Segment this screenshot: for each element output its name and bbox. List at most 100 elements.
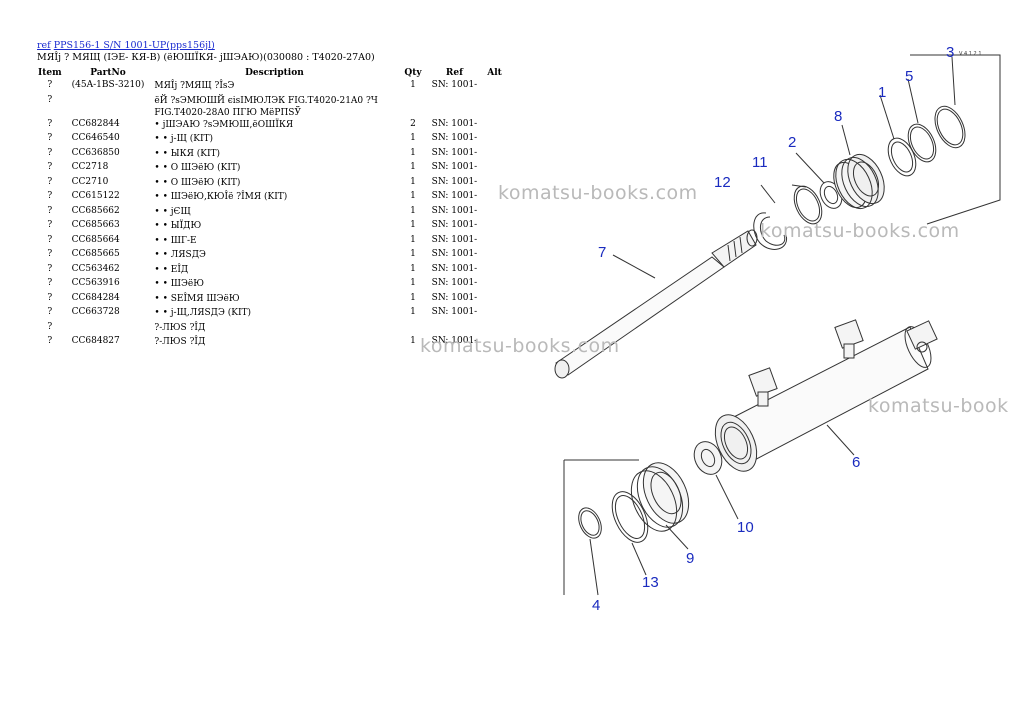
cell-description: ёЙ ?sЭМЮШЙ єisIМЮЛЭК FIG.T4020-21A0 ?Ч F… [154, 95, 378, 118]
cell-partno: CC682844 [71, 118, 120, 129]
cell-partno: CC685665 [71, 249, 120, 259]
callout-11: 11 [752, 154, 768, 171]
cell-item: ? [47, 94, 53, 105]
cell-ref: SN: 1001- [431, 205, 478, 216]
col-alt: Alt [487, 68, 502, 78]
cell-qty [399, 95, 426, 119]
cell-ref: SN: 1001- [431, 220, 478, 230]
cell-qty: 1 [410, 220, 416, 230]
cell-ref: SN: 1001- [431, 118, 478, 129]
header-subtitle: МЯÎj ? МЯЩ (IЭЕ- КЯ-В) (ёЮШЇКЯ- jШЭАЮ)(0… [37, 52, 375, 63]
callout-4: 4 [592, 597, 600, 614]
cell-qty [399, 322, 426, 337]
cell-qty: 1 [410, 336, 416, 346]
cell-partno: CC615122 [71, 191, 120, 201]
col-ref: Ref [445, 68, 463, 78]
cell-description: • • j-Щ,ЛЯSДЭ (KIT) [154, 308, 252, 318]
cell-description: • • ШЭёЮ [154, 279, 204, 289]
cell-ref: SN: 1001- [431, 162, 478, 172]
cell-item: ? [47, 307, 53, 317]
cell-partno: CC2710 [71, 176, 109, 187]
callout-1: 1 [878, 84, 886, 101]
cell-ref: SN: 1001- [431, 278, 478, 288]
col-partno: PartNo [90, 68, 126, 78]
watermark-text: komatsu-book [868, 395, 1009, 417]
cell-partno: CC563462 [71, 263, 120, 274]
cell-description: • • j-Щ (KIT) [154, 134, 214, 144]
cell-partno: CC646540 [71, 133, 120, 143]
cell-item: ? [47, 220, 53, 230]
table-row: ? (45A-1BS-3210) МЯÎj ?МЯЩ ?ÎsЭ 1 SN: 1001- [33, 80, 507, 95]
cell-item: ? [47, 162, 53, 172]
cell-qty: 1 [410, 205, 416, 216]
cell-partno: CC685662 [71, 205, 120, 216]
cell-qty: 1 [410, 80, 416, 90]
callout-8: 8 [834, 108, 842, 125]
cell-partno: CC684284 [71, 292, 120, 303]
cell-qty: 1 [410, 162, 416, 172]
ref-link[interactable]: ref [37, 40, 51, 51]
cell-description: • • ЛЯSДЭ [154, 250, 206, 260]
col-item: Item [38, 68, 62, 78]
cell-description: • • ЕÎД [154, 264, 189, 275]
callout-2: 2 [788, 134, 796, 151]
cell-ref: SN: 1001- [431, 336, 478, 346]
callout-3: 3 [946, 44, 954, 61]
cell-description: МЯÎj ?МЯЩ ?ÎsЭ [154, 81, 235, 91]
cell-qty: 1 [410, 278, 416, 288]
callout-12: 12 [714, 174, 731, 191]
cell-ref [427, 322, 483, 337]
cell-description: • • ЫКЯ (KIT) [154, 148, 221, 159]
cell-partno: CC684827 [71, 336, 120, 346]
cell-description: ?-ЛЮS ?ÎД [154, 322, 206, 333]
callout-13: 13 [642, 574, 659, 591]
cell-item: ? [47, 191, 53, 201]
col-description: Description [245, 68, 304, 78]
cell-item: ? [47, 234, 53, 245]
cell-item: ? [47, 80, 53, 90]
cell-description: • • jЄЩ [154, 206, 191, 217]
cell-ref: SN: 1001- [431, 176, 478, 187]
model-link[interactable]: PPS156-1 S/N 1001-UP(pps156jl) [53, 40, 215, 51]
cell-description: • • ШГ-Е [154, 235, 197, 246]
callout-5: 5 [905, 68, 913, 85]
cell-partno [67, 95, 150, 119]
table-row: ? CC685665 • • ЛЯSДЭ 1 SN: 1001- [33, 249, 507, 264]
cell-item: ? [47, 321, 53, 332]
table-header-row: Item PartNo Description Qty Ref Alt [33, 66, 507, 80]
cell-ref: SN: 1001- [431, 263, 478, 274]
header-links-line: ref PPS156-1 S/N 1001-UP(pps156jl) [37, 40, 375, 52]
callout-7: 7 [598, 244, 606, 261]
cell-partno: CC636850 [71, 147, 120, 158]
table-row: ? ёЙ ?sЭМЮШЙ єisIМЮЛЭК FIG.T4020-21A0 ?Ч … [33, 95, 507, 119]
col-qty: Qty [404, 68, 422, 78]
cell-ref: SN: 1001- [431, 80, 478, 90]
cell-item: ? [47, 336, 53, 346]
cell-qty: 1 [410, 249, 416, 259]
cell-qty: 1 [410, 292, 416, 303]
parts-table: Item PartNo Description Qty Ref Alt ? (45… [33, 66, 507, 351]
cell-item: ? [47, 249, 53, 259]
cell-item: ? [47, 205, 53, 216]
cell-ref: SN: 1001- [431, 249, 478, 259]
callout-9: 9 [686, 550, 694, 567]
callout-10: 10 [737, 519, 754, 536]
cell-partno: (45A-1BS-3210) [71, 80, 145, 90]
cell-qty: 1 [410, 191, 416, 201]
cell-ref [427, 95, 483, 119]
cell-partno: CC685664 [71, 234, 120, 245]
cell-partno: CC685663 [71, 220, 120, 230]
cell-qty: 1 [410, 176, 416, 187]
cell-ref: SN: 1001- [431, 147, 478, 158]
table-row: ? CC685662 • • jЄЩ 1 SN: 1001- [33, 206, 507, 221]
